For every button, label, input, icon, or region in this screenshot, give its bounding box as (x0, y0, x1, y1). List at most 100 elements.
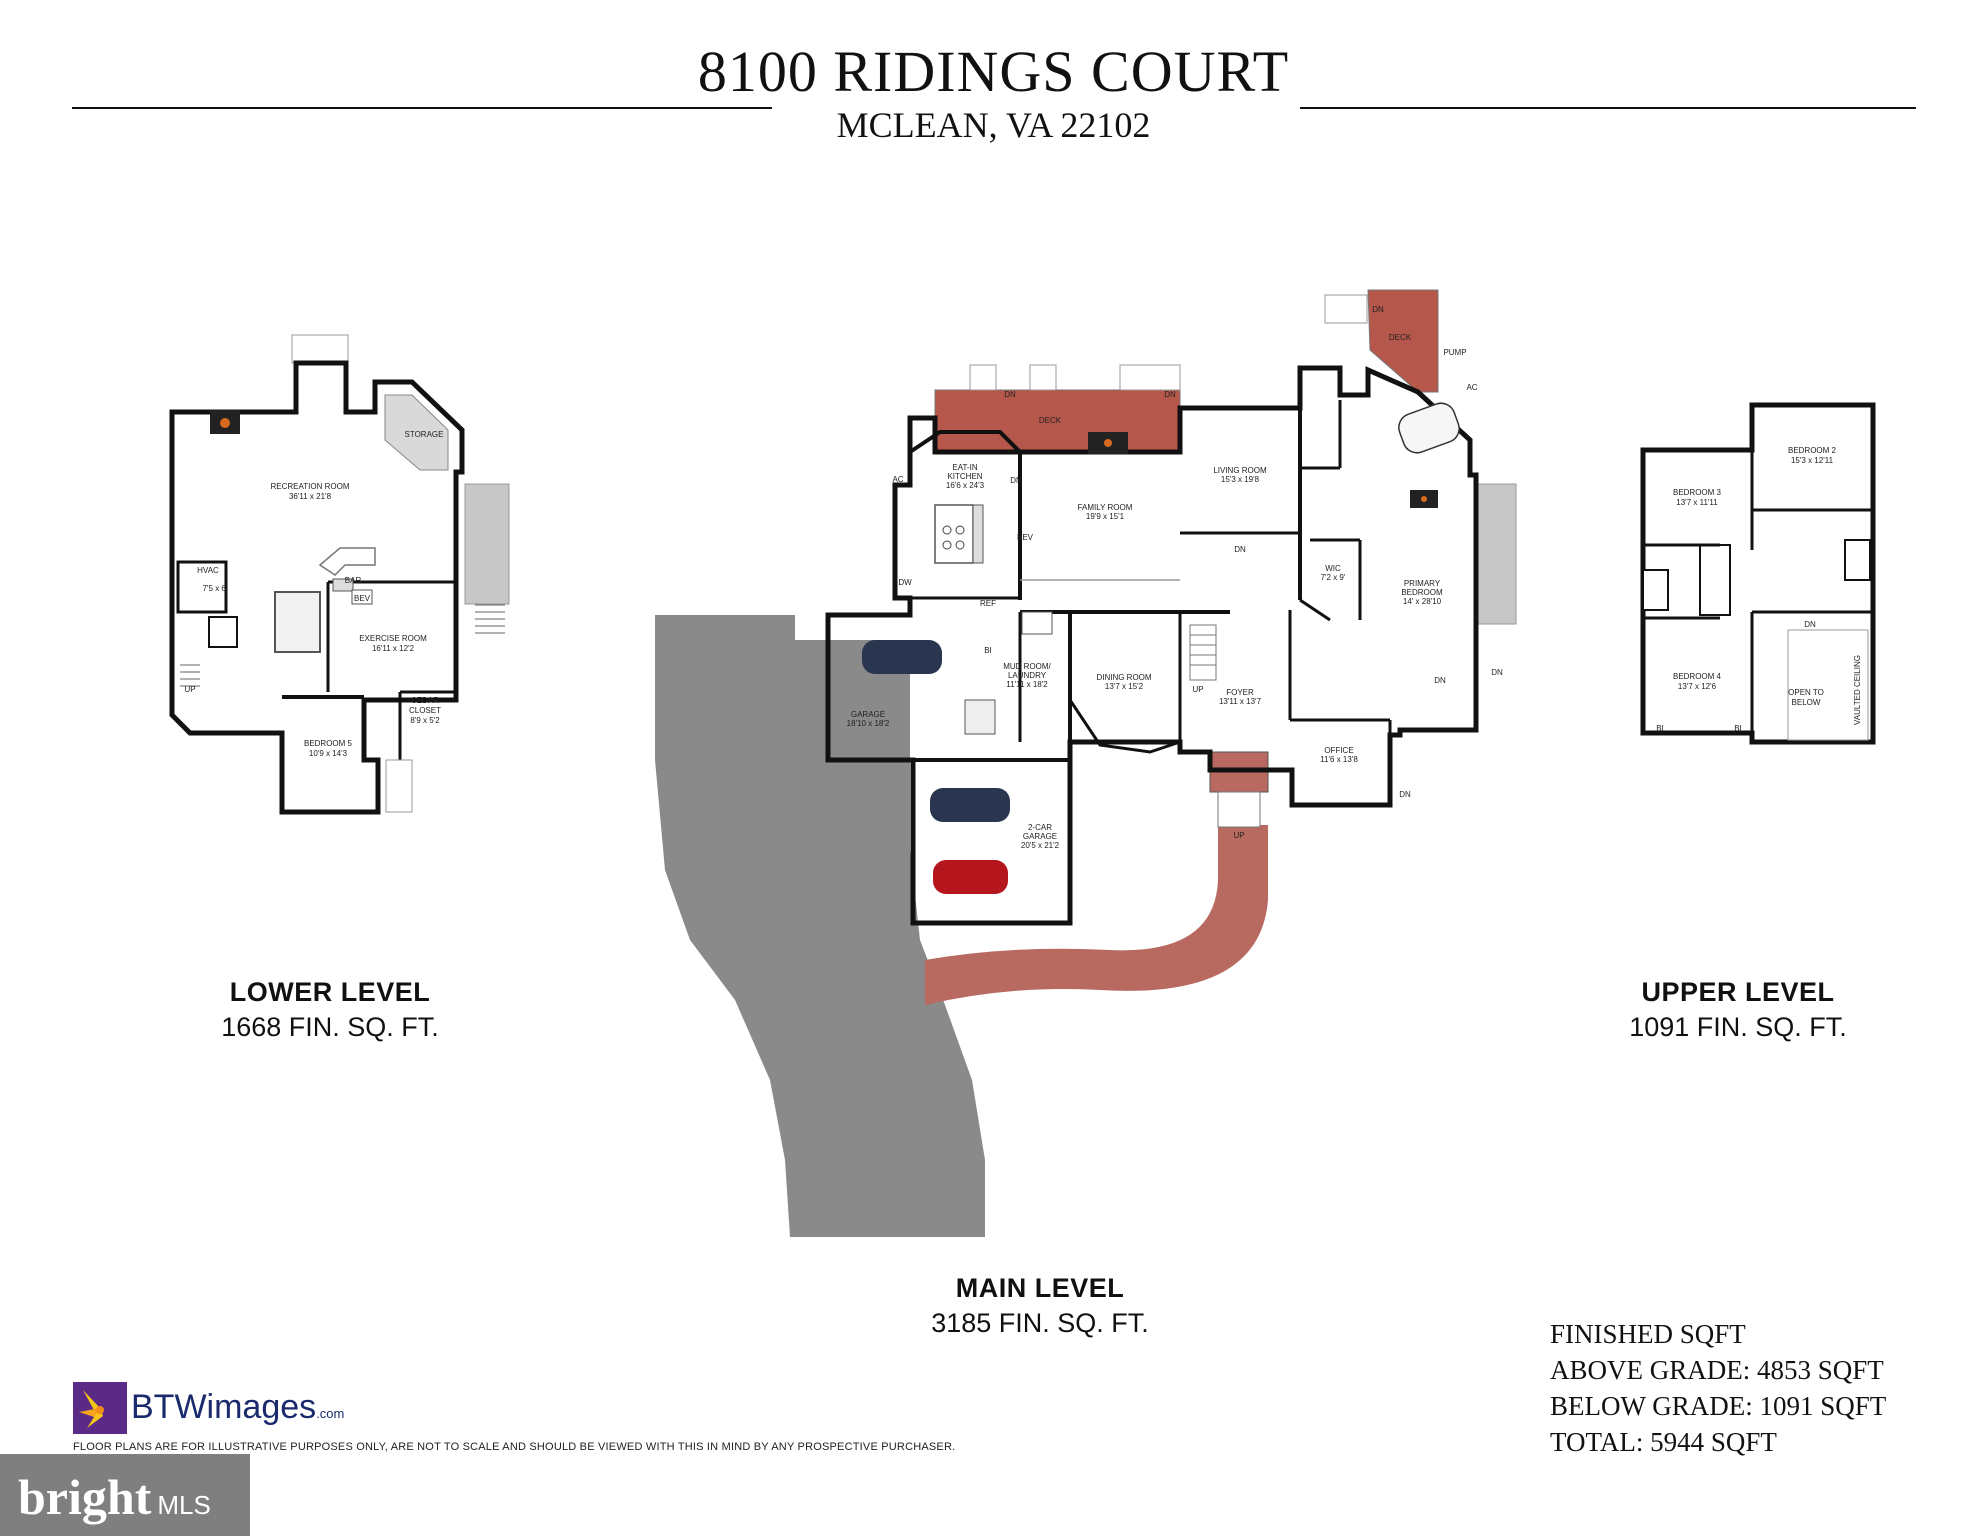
ac-label-2: AC (892, 475, 903, 484)
header-rule-right (1300, 107, 1916, 109)
two-car-garage-label-1: 2-CAR (1028, 823, 1052, 832)
living-room-dim: 15'3 x 19'8 (1221, 475, 1260, 484)
btw-suffix: .com (316, 1406, 345, 1421)
hvac-label: HVAC (197, 566, 219, 575)
btwimages-logo: BTWimages.com (73, 1382, 373, 1434)
dining-room-label: DINING ROOM (1096, 673, 1151, 682)
exercise-room-label: EXERCISE ROOM (359, 634, 427, 643)
garage-label: GARAGE (851, 710, 885, 719)
walk-up-label: UP (1233, 831, 1244, 840)
kitchen-dim: 16'6 x 24'3 (946, 481, 985, 490)
family-room-dim: 19'9 x 15'1 (1086, 512, 1125, 521)
upper-bi-label-2: BI (1734, 724, 1742, 733)
address-title: 8100 RIDINGS COURT (697, 39, 1290, 104)
main-level-sqft: 3185 FIN. SQ. FT. (931, 1308, 1149, 1338)
bedroom-3-label: BEDROOM 3 (1673, 488, 1722, 497)
totals-below-grade: BELOW GRADE: 1091 SQFT (1550, 1391, 1887, 1421)
wic-label: WIC (1325, 564, 1341, 573)
foyer-label: FOYER (1226, 688, 1254, 697)
lower-level-name: LOWER LEVEL (229, 977, 431, 1007)
exercise-room-dim: 16'11 x 12'2 (372, 644, 415, 653)
deck-dn-label-3: DN (1372, 305, 1384, 314)
upper-dn-label: DN (1804, 620, 1816, 629)
city-subtitle: MCLEAN, VA 22102 (836, 105, 1151, 145)
car-icon (930, 788, 1010, 822)
mud-room-label-2: LAUNDRY (1008, 671, 1047, 680)
dw-label: DW (898, 578, 912, 587)
bedroom-3-dim: 13'7 x 11'11 (1676, 498, 1718, 507)
lower-level-sqft: 1668 FIN. SQ. FT. (221, 1012, 439, 1042)
main-level-plan: DECK DECK DN DN DN DN DN EAT-IN KITCHEN … (655, 289, 1517, 1237)
bedroom-5-dim: 10'9 x 14'3 (309, 749, 348, 758)
kitchen-label-2: KITCHEN (947, 472, 982, 481)
flower-logo-icon (73, 1382, 127, 1434)
lower-level-plan: RECREATION ROOM 36'11 x 21'8 STORAGE HVA… (169, 334, 510, 815)
main-level-name: MAIN LEVEL (955, 1273, 1125, 1303)
totals-total: TOTAL: 5944 SQFT (1550, 1427, 1777, 1457)
bedroom-4-label: BEDROOM 4 (1673, 672, 1722, 681)
storage-label: STORAGE (405, 430, 444, 439)
rear-deck-label: DECK (1039, 416, 1062, 425)
office-label: OFFICE (1324, 746, 1353, 755)
totals-heading: FINISHED SQFT (1550, 1319, 1746, 1349)
cedar-closet-label-1: CEDAR (411, 696, 439, 705)
bev-label: BEV (354, 594, 371, 603)
wic-dim: 7'2 x 9' (1321, 573, 1346, 582)
finished-sqft-summary: FINISHED SQFT ABOVE GRADE: 4853 SQFT BEL… (1550, 1316, 1886, 1460)
office-dn-label: DN (1399, 790, 1411, 799)
lower-level-caption: LOWER LEVEL 1668 FIN. SQ. FT. (150, 977, 510, 1043)
mud-room-label-1: MUD ROOM/ (1003, 662, 1051, 671)
bedroom-2-dim: 15'3 x 12'11 (1791, 456, 1834, 465)
side-dn-label: DN (1491, 668, 1503, 677)
bedroom-2-label: BEDROOM 2 (1788, 446, 1837, 455)
kitchen-dn-label: DN (1010, 476, 1022, 485)
living-dn-label: DN (1234, 545, 1246, 554)
bar-label: BAR (345, 576, 362, 585)
open-to-below-label-2: BELOW (1792, 698, 1821, 707)
ac-label: AC (1466, 383, 1477, 392)
btw-name: BTWimages (131, 1388, 317, 1426)
hvac-dim: 7'5 x 6' (203, 584, 228, 593)
header-rule-left (72, 107, 772, 109)
upper-level-sqft: 1091 FIN. SQ. FT. (1629, 1012, 1847, 1042)
bedroom-5-label: BEDROOM 5 (304, 739, 353, 748)
upper-bi-label: BI (1656, 724, 1664, 733)
totals-above-grade: ABOVE GRADE: 4853 SQFT (1550, 1355, 1884, 1385)
primary-dn-label: DN (1434, 676, 1446, 685)
deck-dn-label-2: DN (1164, 390, 1176, 399)
car-icon (862, 640, 942, 674)
driveway (655, 615, 985, 1237)
living-room-label: LIVING ROOM (1213, 466, 1267, 475)
kitchen-label-1: EAT-IN (952, 463, 977, 472)
foyer-up-label: UP (1192, 685, 1203, 694)
primary-deck (1367, 289, 1439, 393)
primary-bedroom-label-2: BEDROOM (1401, 588, 1443, 597)
ref-label: REF (980, 599, 996, 608)
deck-dn-label: DN (1004, 390, 1016, 399)
mls-suffix: MLS (157, 1490, 211, 1520)
rear-deck (934, 389, 1181, 453)
cedar-closet-label-2: CLOSET (409, 706, 441, 715)
dining-room-dim: 13'7 x 15'2 (1105, 682, 1144, 691)
office-dim: 11'6 x 13'8 (1320, 755, 1358, 764)
pump-label: PUMP (1443, 348, 1466, 357)
disclaimer-text: FLOOR PLANS ARE FOR ILLUSTRATIVE PURPOSE… (73, 1441, 956, 1453)
foyer-dim: 13'11 x 13'7 (1219, 697, 1262, 706)
family-room-label: FAMILY ROOM (1078, 503, 1133, 512)
upper-level-plan: BEDROOM 2 15'3 x 12'11 BEDROOM 3 13'7 x … (1640, 402, 1876, 745)
bedroom-4-dim: 13'7 x 12'6 (1678, 682, 1717, 691)
two-car-garage-dim: 20'5 x 21'2 (1021, 841, 1060, 850)
mls-bright: bright (18, 1469, 152, 1525)
bi-label: BI (984, 646, 992, 655)
primary-deck-label: DECK (1389, 333, 1412, 342)
two-car-garage-label-2: GARAGE (1023, 832, 1057, 841)
garage-dim: 18'10 x 18'2 (847, 719, 890, 728)
open-to-below-label-1: OPEN TO (1788, 688, 1824, 697)
btwimages-wordmark: BTWimages.com (131, 1388, 344, 1427)
lower-up-label: UP (184, 685, 195, 694)
vaulted-ceiling-label: VAULTED CEILING (1853, 655, 1862, 725)
upper-level-caption: UPPER LEVEL 1091 FIN. SQ. FT. (1558, 977, 1918, 1043)
